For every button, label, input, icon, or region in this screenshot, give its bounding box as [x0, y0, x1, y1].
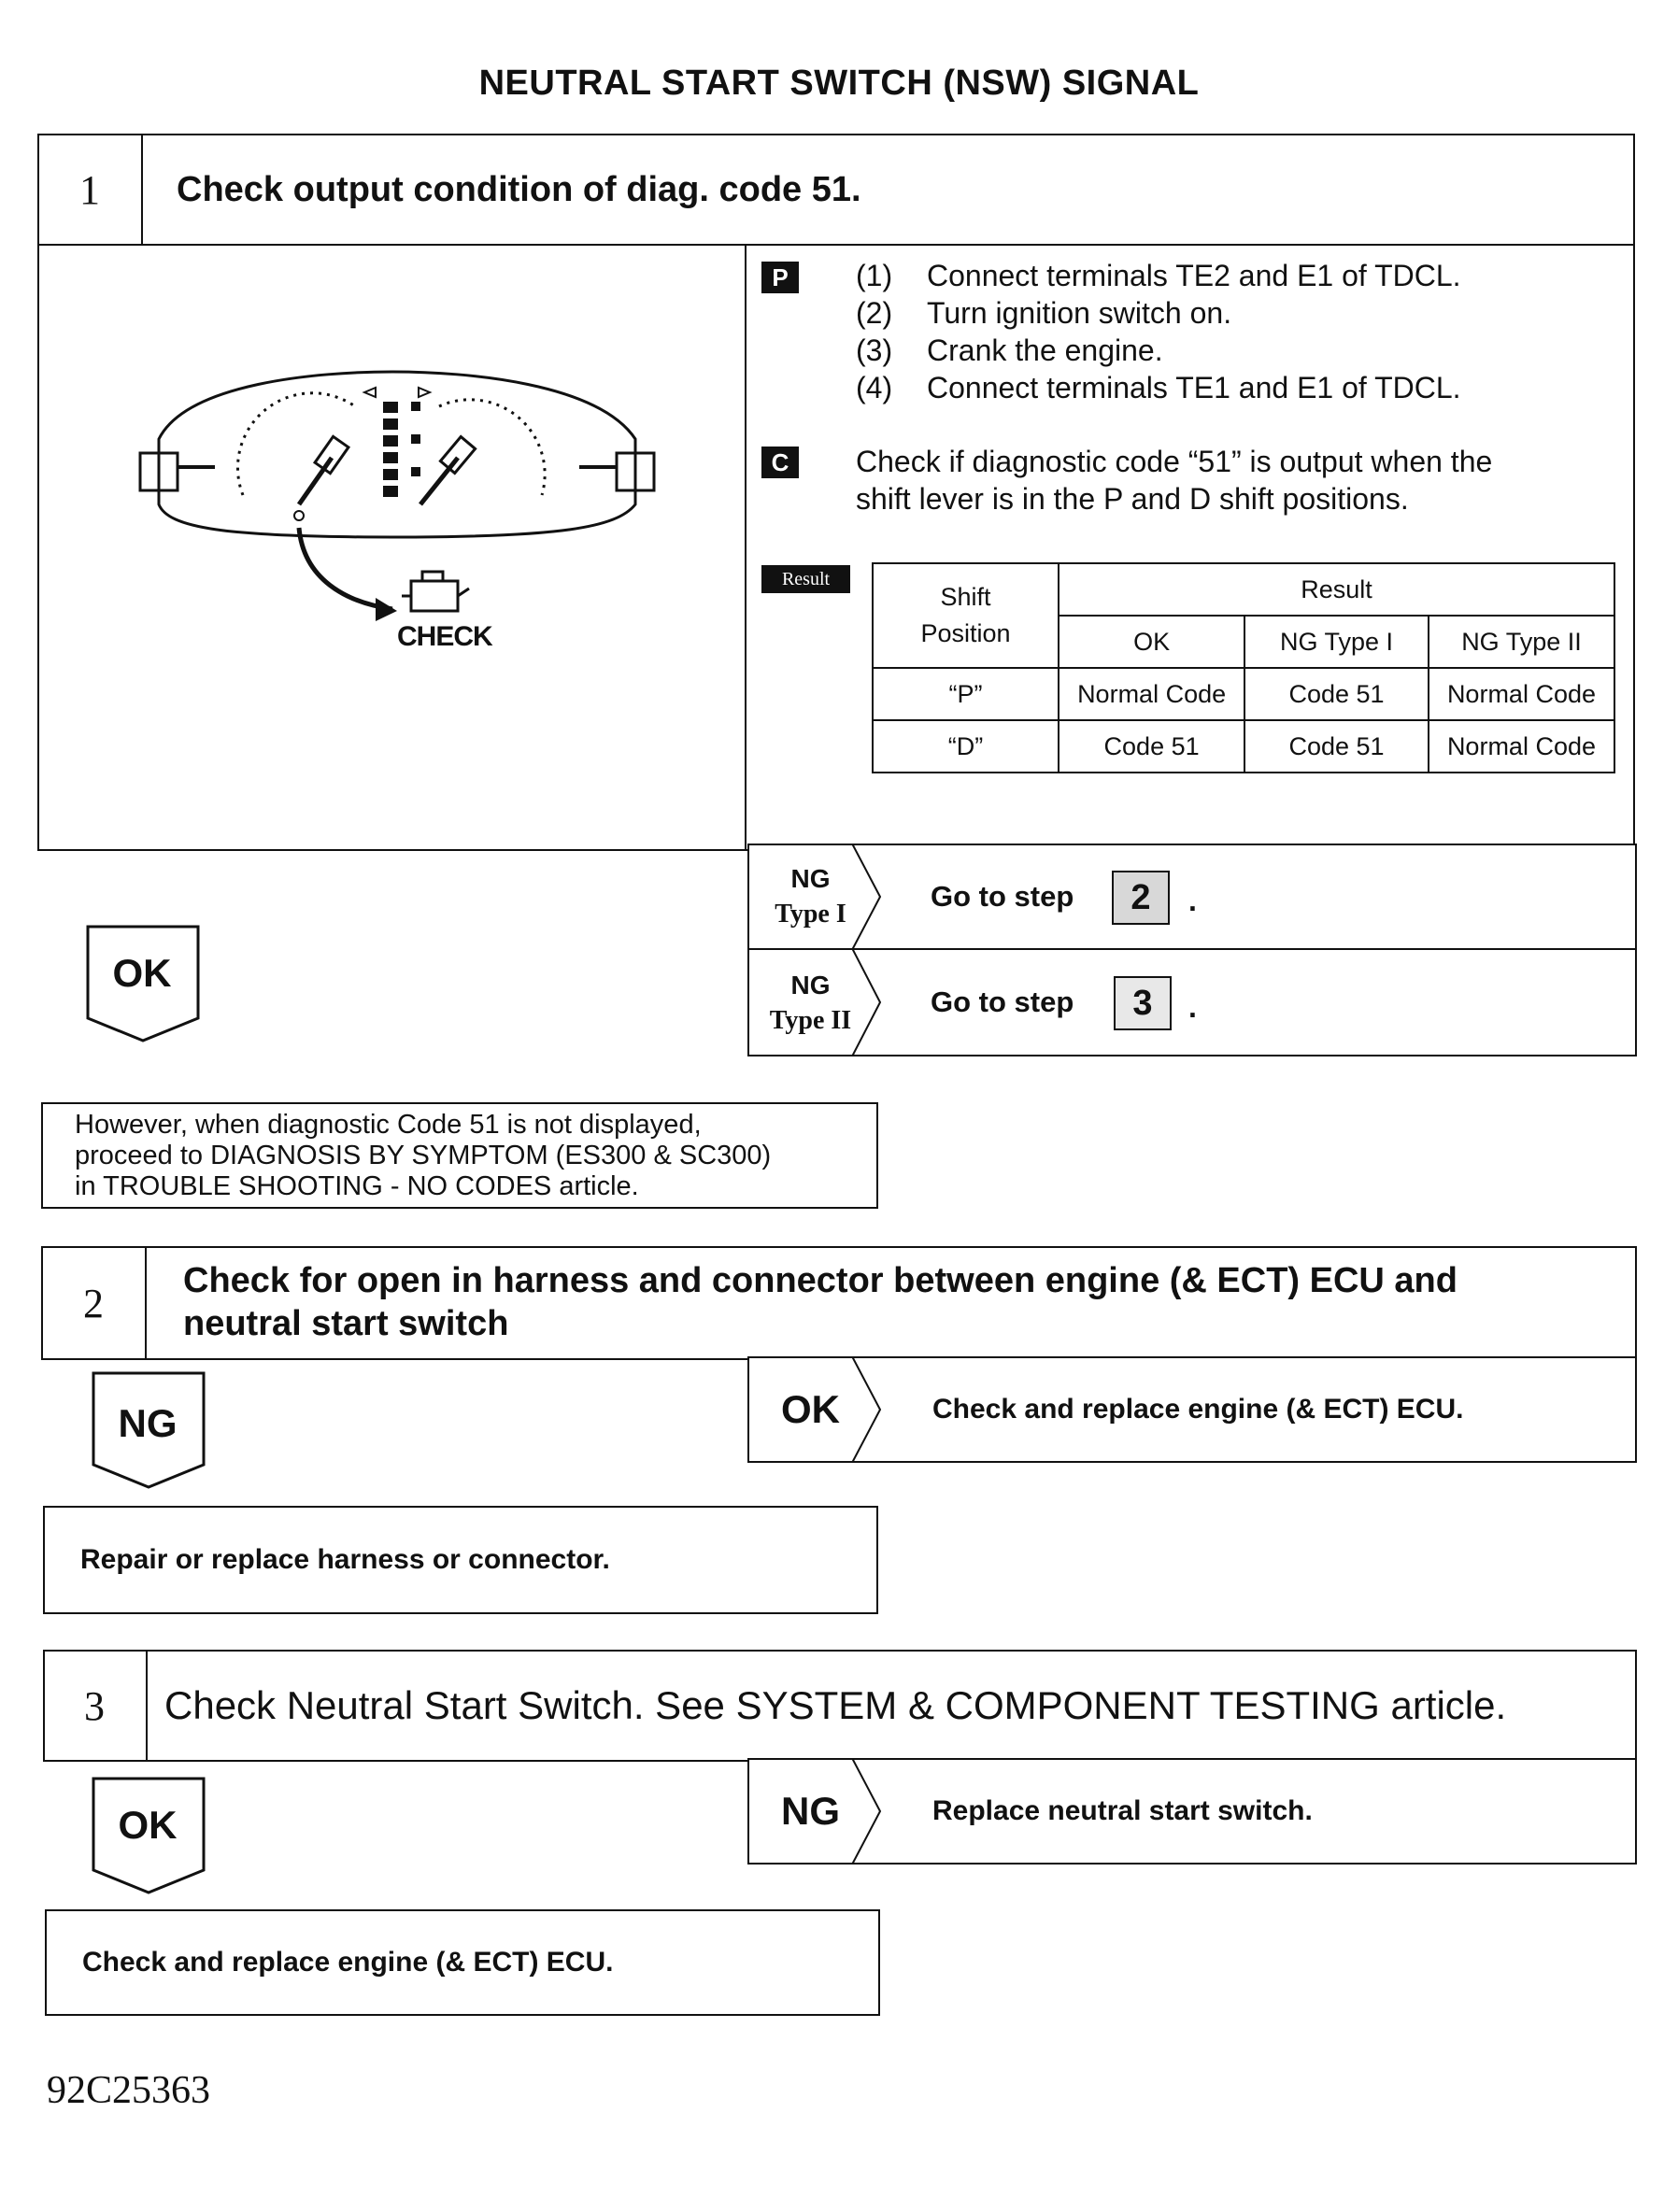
- step3-number: 3: [84, 1682, 105, 1729]
- ng-rows-box: [747, 844, 1637, 1056]
- result-table: Shift Position Result OK NG Type I NG Ty…: [871, 562, 1616, 773]
- check-instruction: Check if diagnostic code “51” is output …: [856, 445, 1493, 516]
- check-engine-label: CHECK: [397, 621, 493, 652]
- ok-arrow-shape: [86, 925, 200, 1042]
- ng-type-1-chevron: [851, 844, 882, 950]
- ng-type-1-label: NG Type I: [775, 864, 846, 929]
- check-tag: C: [761, 447, 799, 478]
- step3-ok-label: OK: [118, 1803, 178, 1847]
- step1-ok-label: OK: [112, 951, 172, 995]
- procedure-item: (3)Crank the engine.: [856, 333, 1163, 367]
- step3-ng-chevron: [851, 1758, 882, 1865]
- step2-ng-arrow-shape: [92, 1371, 206, 1489]
- procedure-item: (4)Connect terminals TE1 and E1 of TDCL.: [856, 371, 1461, 404]
- step2-number: 2: [83, 1280, 104, 1326]
- step3-title: Check Neutral Start Switch. See SYSTEM &…: [164, 1683, 1507, 1727]
- procedure-item: (1)Connect terminals TE2 and E1 of TDCL.: [856, 259, 1461, 292]
- step1-divider: [141, 134, 143, 246]
- page-title: NEUTRAL START SWITCH (NSW) SIGNAL: [478, 64, 1200, 103]
- col-ng-type-1: NG Type I: [1244, 615, 1429, 669]
- note-box: [41, 1102, 878, 1209]
- step1-number: 1: [79, 166, 100, 213]
- step1-body-divider: [745, 244, 747, 851]
- procedure-list: (1)Connect terminals TE2 and E1 of TDCL.…: [856, 257, 1622, 406]
- ng-type-2-action: Go to step: [931, 985, 1074, 1018]
- step3-ng-label: NG: [781, 1789, 840, 1833]
- step-3-link[interactable]: 3: [1114, 976, 1172, 1030]
- step2-ok-action: Check and replace engine (& ECT) ECU.: [932, 1394, 1464, 1425]
- ng-type-1-action: Go to step: [931, 880, 1074, 913]
- step3-ok-action: Check and replace engine (& ECT) ECU.: [45, 1909, 880, 2016]
- ng-type-2-label: NG Type II: [769, 971, 852, 1035]
- footer-code: 92C25363: [47, 2069, 211, 2112]
- ng-rows-separator: [747, 948, 1637, 950]
- step-2-link[interactable]: 2: [1112, 871, 1170, 925]
- table-row: “D” Code 51 Code 51 Normal Code: [871, 719, 1616, 773]
- procedure-item: (2)Turn ignition switch on.: [856, 296, 1232, 330]
- step2-ng-action: Repair or replace harness or connector.: [43, 1506, 878, 1614]
- table-row: “P” Normal Code Code 51 Normal Code: [871, 667, 1616, 721]
- procedure-tag: P: [761, 262, 799, 293]
- step2-header: [41, 1246, 1637, 1360]
- step2-ok-row: [747, 1356, 1637, 1463]
- col-ok: OK: [1058, 615, 1246, 669]
- shift-position-header: Shift Position: [871, 562, 1060, 669]
- ng-type-2-chevron: [851, 948, 882, 1056]
- result-tag: Result: [761, 565, 850, 593]
- step2-title: Check for open in harness and connector …: [183, 1261, 1458, 1343]
- col-ng-type-2: NG Type II: [1427, 615, 1616, 669]
- step3-ng-action: Replace neutral start switch.: [932, 1795, 1313, 1826]
- step2-ng-label: NG: [118, 1401, 178, 1445]
- instrument-cluster-illustration: [138, 370, 656, 621]
- note-text: However, when diagnostic Code 51 is not …: [75, 1110, 772, 1201]
- result-header: Result: [1058, 562, 1615, 617]
- step1-header: [37, 134, 1635, 246]
- step2-ok-label: OK: [781, 1387, 840, 1431]
- step1-title: Check output condition of diag. code 51.: [177, 169, 861, 209]
- step3-ok-arrow-shape: [92, 1777, 206, 1894]
- step3-ng-row: [747, 1758, 1637, 1865]
- step2-ok-chevron: [851, 1356, 882, 1463]
